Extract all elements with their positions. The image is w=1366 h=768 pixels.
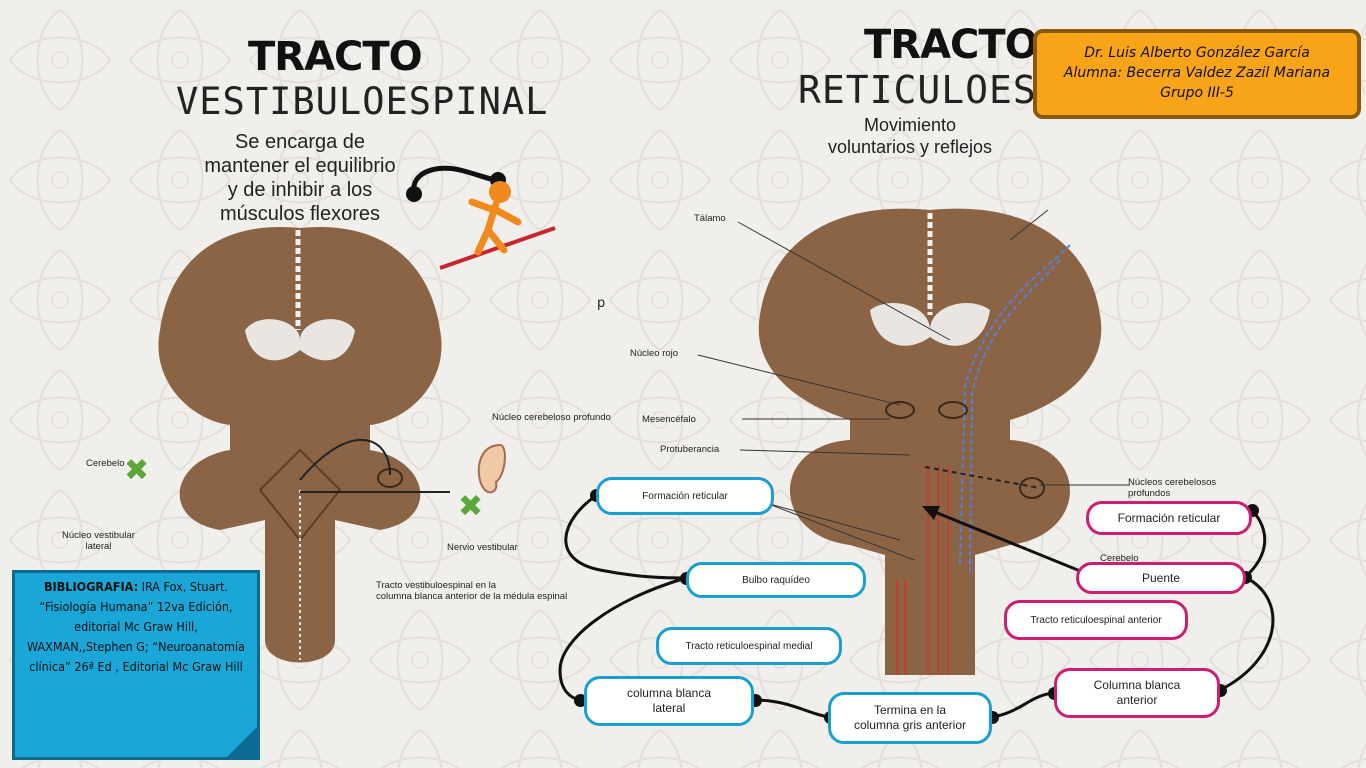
left-brain-diagram <box>158 226 450 663</box>
box-columna-blanca-anterior: Columna blanca anterior <box>1054 668 1220 718</box>
bibliography-text: IRA Fox, Stuart. “Fisiología Humana” 12v… <box>27 579 245 674</box>
label-talamo: Tálamo <box>694 213 726 224</box>
box-columna-blanca-lateral: columna blanca lateral <box>584 676 754 726</box>
leader-lines <box>697 209 1130 560</box>
credit-doctor: Dr. Luis Alberto González García <box>1084 45 1310 61</box>
right-description: Movimiento voluntarios y reflejos <box>827 115 993 157</box>
label-cerebelo-right: Cerebelo <box>1100 553 1139 564</box>
label-nervio-vestibular: Nervio vestibular <box>447 542 518 553</box>
page-curl <box>224 724 260 760</box>
x-mark-nervio: ✖ <box>458 489 484 524</box>
box-formacion-reticular-pink: Formación reticular <box>1086 501 1252 535</box>
figure-body <box>468 198 522 256</box>
box-tracto-reticuloespinal-medial: Tracto reticuloespinal medial <box>656 627 842 665</box>
label-cerebelo-left: Cerebelo <box>86 458 125 469</box>
bibliography-label: BIBLIOGRAFIA: <box>43 579 139 594</box>
label-nucleos-cerebelosos: Núcleos cerebelosos profundos <box>1128 477 1217 499</box>
label-mesencefalo: Mesencéfalo <box>642 414 696 425</box>
left-title-bold: TRACTO <box>248 34 423 80</box>
surfboard <box>439 226 556 270</box>
stray-letter: p <box>597 296 606 311</box>
connector-curve <box>411 165 499 195</box>
box-termina-columna-gris: Termina en la columna gris anterior <box>828 692 992 744</box>
figure-head <box>489 181 511 203</box>
label-nucleo-cerebeloso: Núcleo cerebeloso profundo <box>492 412 611 423</box>
label-nucleo-rojo: Núcleo rojo <box>630 348 679 359</box>
box-formacion-reticular-blue: Formación reticular <box>596 477 774 515</box>
label-protuberancia: Protuberancia <box>660 444 720 455</box>
left-title-thin: VESTIBULOESPINAL <box>176 80 549 123</box>
bibliography-box: BIBLIOGRAFIA: IRA Fox, Stuart. “Fisiolog… <box>12 570 260 760</box>
right-brain-diagram <box>758 208 1102 675</box>
connector-dot <box>406 186 422 202</box>
credit-student: Alumna: Becerra Valdez Zazil Mariana <box>1063 65 1331 81</box>
x-mark-cerebelo: ✖ <box>124 453 150 488</box>
chain-dot <box>574 694 587 707</box>
left-description: Se encarga de mantener el equilibrio y d… <box>204 131 396 225</box>
box-bulbo-raquideo: Bulbo raquídeo <box>686 562 866 598</box>
right-title-bold: TRACTO <box>864 22 1039 68</box>
credits-box: Dr. Luis Alberto González García Alumna:… <box>1033 29 1361 119</box>
label-nucleo-vestibular: Núcleo vestibular lateral <box>62 530 135 552</box>
ear-illustration <box>477 443 506 494</box>
surfer-illustration <box>406 165 556 270</box>
credit-group: Grupo III-5 <box>1160 85 1234 101</box>
box-puente: Puente <box>1076 562 1246 594</box>
label-tracto-vestibuloespinal: Tracto vestibuloespinal en la columna bl… <box>376 580 568 602</box>
box-tracto-reticuloespinal-anterior: Tracto reticuloespinal anterior <box>1004 600 1188 640</box>
